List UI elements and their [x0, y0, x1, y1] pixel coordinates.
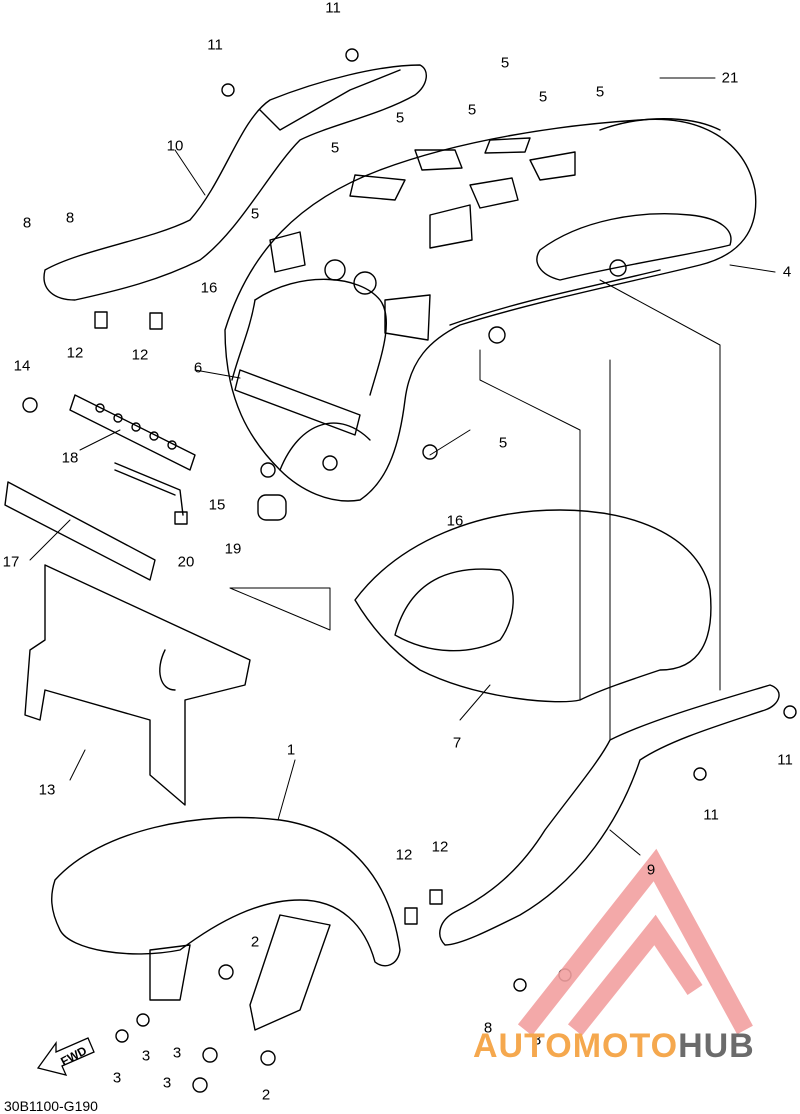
bracket-part-18 — [69, 394, 196, 471]
pad-part-5 — [414, 149, 463, 171]
label-4: 4 — [782, 263, 792, 281]
label-9: 9 — [646, 861, 656, 879]
label-11-right-b: 11 — [703, 806, 719, 824]
label-7: 7 — [452, 734, 462, 752]
label-19: 19 — [224, 540, 242, 558]
label-8-a: 8 — [22, 214, 32, 232]
label-5-a: 5 — [500, 54, 510, 72]
label-12-d: 12 — [431, 838, 449, 856]
label-2-b: 2 — [261, 1086, 271, 1104]
fwd-arrow-icon — [36, 1037, 95, 1076]
label-5-d: 5 — [467, 101, 477, 119]
inner-fender-part-7 — [354, 509, 712, 703]
watermark-text: AUTOMOTOHUB — [473, 1027, 755, 1066]
label-14: 14 — [13, 357, 31, 375]
label-11-right-a: 11 — [777, 751, 793, 769]
label-12-a: 12 — [66, 344, 84, 362]
strip-part-6 — [234, 369, 361, 436]
label-5-g: 5 — [250, 205, 260, 223]
automotohub-logo-icon — [517, 848, 753, 1036]
label-3-a: 3 — [141, 1047, 151, 1065]
label-1: 1 — [286, 741, 296, 759]
label-13: 13 — [38, 781, 56, 799]
label-11-left: 11 — [207, 36, 223, 54]
label-12-b: 12 — [131, 346, 149, 364]
label-5-c: 5 — [595, 83, 605, 101]
label-16-a: 16 — [200, 279, 218, 297]
label-11-top: 11 — [325, 0, 341, 17]
rear-fender-part-4 — [224, 118, 757, 502]
label-20: 20 — [177, 553, 195, 571]
splash-guard-part-13 — [24, 564, 251, 806]
label-2-a: 2 — [250, 933, 260, 951]
label-16-b: 16 — [446, 512, 464, 530]
label-6: 6 — [193, 359, 203, 377]
label-3-b: 3 — [172, 1044, 182, 1062]
label-12-c: 12 — [395, 846, 413, 864]
label-17: 17 — [2, 553, 20, 571]
label-21: 21 — [721, 69, 739, 87]
grab-bar-part-9 — [439, 684, 780, 946]
label-8-b: 8 — [65, 209, 75, 227]
grab-bar-part-10 — [43, 64, 427, 301]
label-5-h: 5 — [498, 434, 508, 452]
label-10: 10 — [166, 137, 184, 155]
label-8-c: 8 — [483, 1019, 493, 1037]
front-fender-part-1 — [51, 816, 401, 967]
label-5-e: 5 — [395, 109, 405, 127]
label-5-b: 5 — [538, 88, 548, 106]
watermark-text-a: AUTOMOTO — [473, 1027, 679, 1065]
label-8-d: 8 — [532, 1031, 542, 1049]
diagram-code: 30B1100-G190 — [4, 1098, 98, 1114]
label-18: 18 — [61, 449, 79, 467]
label-5-f: 5 — [330, 139, 340, 157]
plate-part-17 — [4, 481, 156, 581]
label-3-c: 3 — [112, 1069, 122, 1087]
label-15: 15 — [208, 496, 226, 514]
watermark-text-b: HUB — [678, 1027, 755, 1065]
label-3-d: 3 — [162, 1074, 172, 1092]
